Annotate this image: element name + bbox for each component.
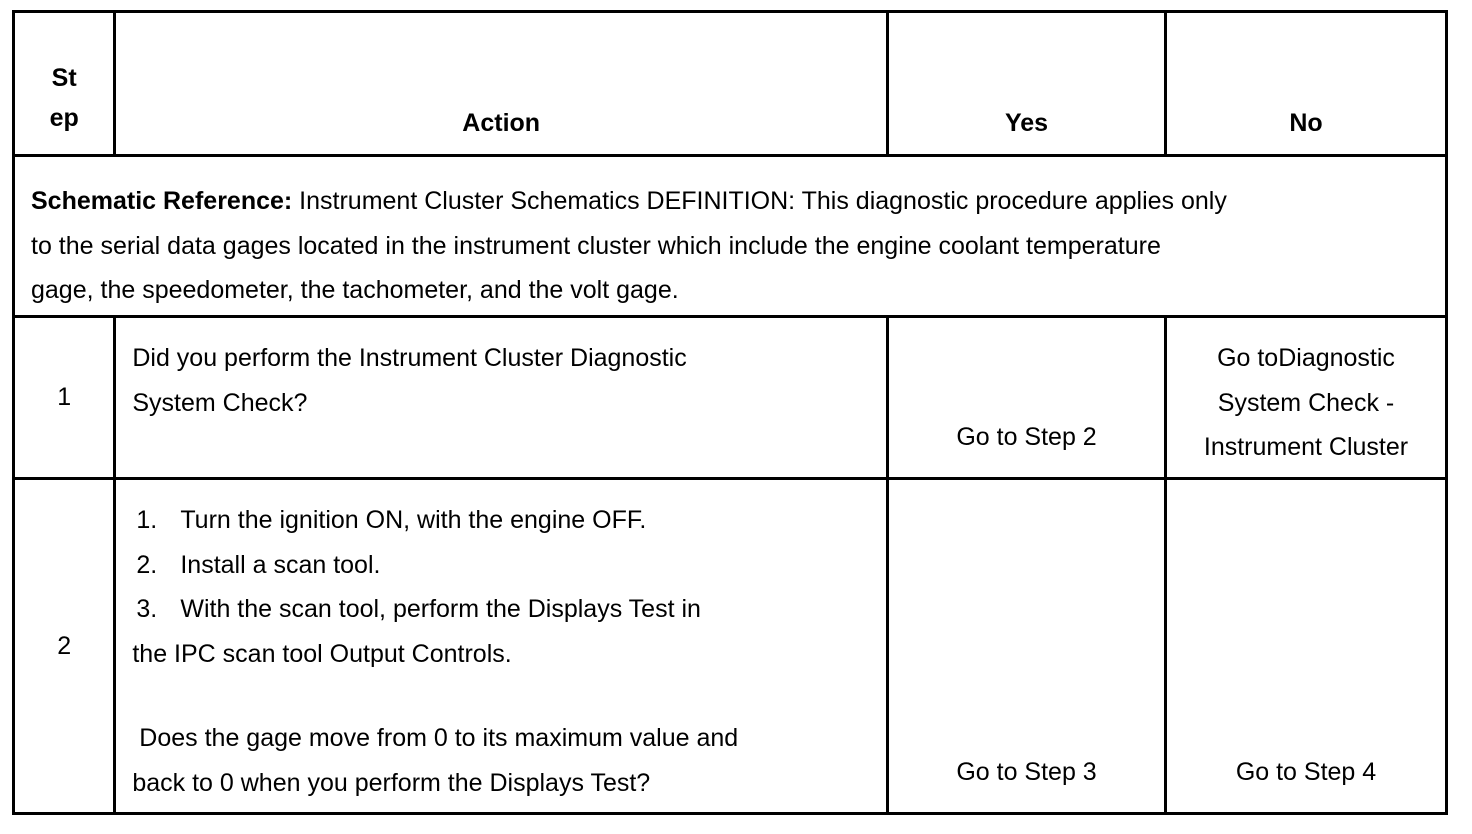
schematic-line1: Schematic Reference: Instrument Cluster …: [31, 179, 1429, 224]
schematic-label: Schematic Reference:: [31, 187, 293, 215]
schematic-line2: to the serial data gages located in the …: [31, 231, 1161, 260]
action-cell: 1. Turn the ignition ON, with the engine …: [113, 477, 890, 815]
header-yes: Yes: [886, 10, 1167, 157]
list-number: 2.: [136, 550, 158, 579]
table-row: 2 1. Turn the ignition ON, with the engin…: [11, 477, 1448, 815]
list-item: 1. Turn the ignition ON, with the engine …: [132, 498, 870, 543]
no-text: Go toDiagnostic: [1217, 344, 1395, 372]
list-number: 3.: [136, 595, 158, 623]
action-text: Did you perform the Instrument Cluster D…: [132, 344, 687, 372]
question-text: Does the gage move from 0 to its maximum…: [132, 724, 739, 752]
list-text: With the scan tool, perform the Displays…: [180, 595, 701, 623]
action-text: System Check?: [132, 388, 308, 417]
yes-cell: Go to Step 2: [886, 315, 1167, 480]
header-step-line2: ep: [49, 104, 79, 132]
header-step: St ep: [11, 10, 117, 157]
table-row: 1 Did you perform the Instrument Cluster…: [11, 315, 1448, 480]
spacer: [132, 676, 870, 716]
no-text: System Check -: [1217, 388, 1395, 417]
schematic-line1-text: Instrument Cluster Schematics DEFINITION…: [292, 187, 1227, 215]
action-cell: Did you perform the Instrument Cluster D…: [113, 315, 890, 480]
no-cell: Go to Step 4: [1164, 477, 1448, 815]
header-row: St ep Action Yes No: [11, 10, 1448, 157]
no-cell: Go toDiagnostic System Check - Instrumen…: [1164, 315, 1448, 480]
list-item: 3. With the scan tool, perform the Displa…: [132, 587, 870, 632]
header-action: Action: [113, 10, 890, 157]
list-text: Install a scan tool.: [180, 550, 381, 579]
yes-cell: Go to Step 3: [886, 477, 1167, 815]
schematic-line3: gage, the speedometer, the tachometer, a…: [31, 276, 679, 304]
list-continuation: the IPC scan tool Output Controls.: [132, 639, 512, 668]
step-number: 2: [11, 477, 117, 815]
header-step-line1: St: [51, 64, 77, 92]
list-item: 2. Install a scan tool.: [132, 543, 870, 588]
header-no: No: [1164, 10, 1448, 157]
no-text: Instrument Cluster: [1203, 433, 1409, 461]
step-number: 1: [11, 315, 117, 480]
list-number: 1.: [136, 506, 158, 534]
diagnostic-table: St ep Action Yes No Schematic Reference:…: [11, 10, 1448, 815]
question-text: back to 0 when you perform the Displays …: [132, 768, 651, 797]
schematic-reference-cell: Schematic Reference: Instrument Cluster …: [12, 154, 1448, 318]
schematic-row: Schematic Reference: Instrument Cluster …: [12, 154, 1448, 318]
list-text: Turn the ignition ON, with the engine OF…: [180, 506, 647, 534]
